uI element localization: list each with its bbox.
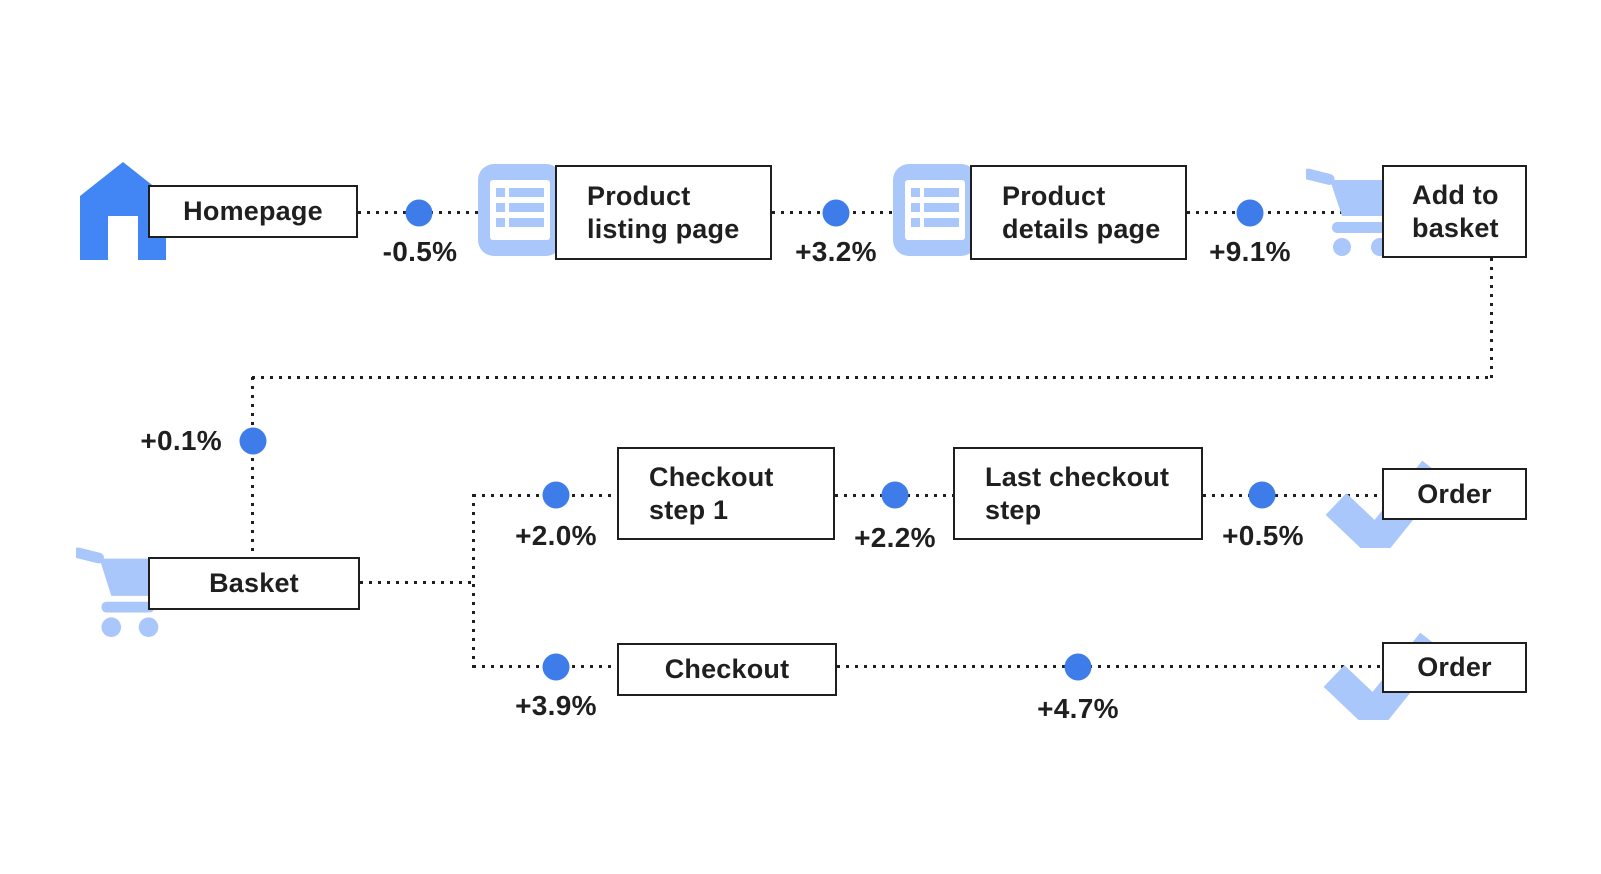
delta-add-to-basket-flow: +0.1% [140, 425, 222, 456]
connector-listing-to-details [772, 211, 970, 214]
node-last-checkout-step: Last checkout step [953, 447, 1203, 540]
flow-dot-listing-to-details [822, 199, 850, 227]
connector-add-across [252, 376, 1493, 379]
node-add-to-basket: Add to basket [1382, 165, 1527, 258]
node-checkout-step-1: Checkout step 1 [617, 447, 835, 540]
delta-basket-to-step1: +2.0% [515, 520, 597, 551]
node-product-details-page: Product details page [970, 165, 1187, 260]
node-order-bottom: Order [1382, 642, 1527, 693]
flow-dot-add-to-basket-flow [239, 427, 267, 455]
node-product-listing-page: Product listing page [555, 165, 772, 260]
delta-listing-to-details: +3.2% [795, 236, 877, 267]
flow-dot-checkout-to-order [1064, 653, 1092, 681]
connector-last-to-order [1203, 494, 1382, 497]
home-icon [78, 160, 168, 265]
flow-dot-basket-to-step1 [542, 481, 570, 509]
node-checkout: Checkout [617, 643, 837, 696]
delta-details-to-add: +9.1% [1209, 236, 1291, 267]
node-order-top: Order [1382, 468, 1527, 520]
delta-checkout-to-order: +4.7% [1037, 693, 1119, 724]
delta-step1-to-last: +2.2% [854, 522, 936, 553]
delta-basket-to-checkout: +3.9% [515, 690, 597, 721]
flow-dot-step1-to-last [881, 481, 909, 509]
connector-add-down [1490, 258, 1493, 379]
node-basket: Basket [148, 557, 360, 610]
connector-basket-right [360, 581, 476, 584]
node-homepage: Homepage [148, 185, 358, 238]
connector-down-to-basket [251, 377, 254, 557]
connector-details-to-add [1187, 211, 1382, 214]
list-icon [478, 164, 562, 261]
delta-last-to-order: +0.5% [1222, 520, 1304, 551]
connector-checkout-to-order [837, 665, 1382, 668]
list-icon [893, 164, 977, 261]
flow-dot-basket-to-checkout [542, 653, 570, 681]
flow-dot-last-to-order [1248, 481, 1276, 509]
connector-homepage-to-listing [358, 211, 556, 214]
delta-homepage-to-listing: -0.5% [382, 236, 458, 267]
flow-dot-details-to-add [1236, 199, 1264, 227]
connector-branch-split [472, 494, 475, 668]
flow-dot-homepage-to-listing [405, 199, 433, 227]
